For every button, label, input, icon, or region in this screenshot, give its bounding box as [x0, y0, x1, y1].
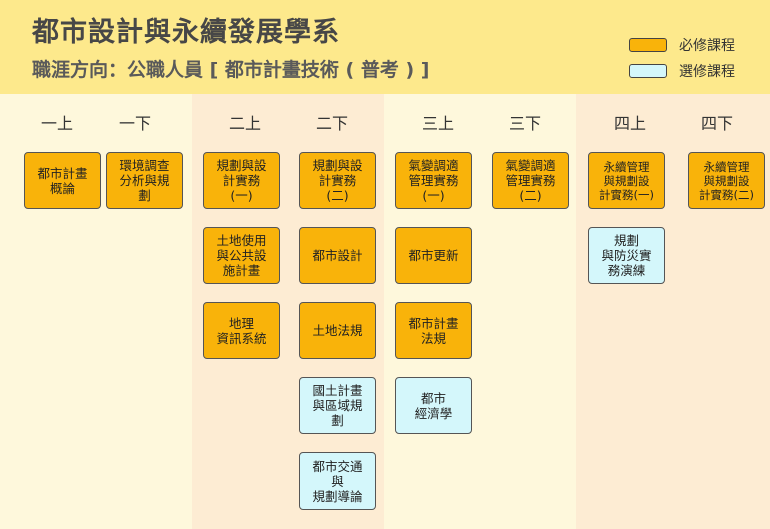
course-land-law[interactable]: 土地法規	[299, 302, 376, 359]
department-title: 都市設計與永續發展學系	[32, 17, 340, 48]
course-national-regional-planning[interactable]: 國土計畫 與區域規 劃	[299, 377, 376, 434]
semester-4-1: 四上	[613, 114, 646, 133]
course-planning-design-practice-1[interactable]: 規劃與設 計實務 (一)	[203, 152, 280, 209]
legend-elective-label: 選修課程	[679, 64, 735, 80]
legend-required-swatch	[629, 38, 667, 52]
course-urban-renewal[interactable]: 都市更新	[395, 227, 472, 284]
course-urban-design[interactable]: 都市設計	[299, 227, 376, 284]
course-environmental-survey[interactable]: 環境調查 分析與規 劃	[106, 152, 183, 209]
legend-required: 必修課程	[629, 35, 735, 55]
course-urban-planning-law[interactable]: 都市計畫 法規	[395, 302, 472, 359]
legend-elective-swatch	[629, 64, 667, 78]
legend-required-label: 必修課程	[679, 38, 735, 54]
semester-1-2: 一下	[118, 114, 151, 133]
semester-3-2: 三下	[508, 114, 541, 133]
course-urban-economics[interactable]: 都市 經濟學	[395, 377, 472, 434]
course-planning-design-practice-2[interactable]: 規劃與設 計實務 (二)	[299, 152, 376, 209]
course-climate-adaptation-2[interactable]: 氣變調適 管理實務 (二)	[492, 152, 569, 209]
legend-elective: 選修課程	[629, 61, 735, 81]
course-disaster-prevention-practice[interactable]: 規劃 與防災實 務演練	[588, 227, 665, 284]
semester-4-2: 四下	[700, 114, 733, 133]
course-urban-planning-intro[interactable]: 都市計畫 概論	[24, 152, 101, 209]
semester-1-1: 一上	[40, 114, 73, 133]
semester-3-1: 三上	[421, 114, 454, 133]
career-direction: 職涯方向：公職人員 [ 都市計畫技術 ( 普考 ) ]	[32, 59, 430, 81]
course-gis[interactable]: 地理 資訊系統	[203, 302, 280, 359]
course-climate-adaptation-1[interactable]: 氣變調適 管理實務 (一)	[395, 152, 472, 209]
course-sustainable-management-1[interactable]: 永續管理 與規劃設 計實務(一)	[588, 152, 665, 209]
course-sustainable-management-2[interactable]: 永續管理 與規劃設 計實務(二)	[688, 152, 765, 209]
course-land-use-public-facilities[interactable]: 土地使用 與公共設 施計畫	[203, 227, 280, 284]
header: 都市設計與永續發展學系 職涯方向：公職人員 [ 都市計畫技術 ( 普考 ) ] …	[0, 0, 770, 94]
semester-2-2: 二下	[315, 114, 348, 133]
semester-2-1: 二上	[228, 114, 261, 133]
course-urban-transport-planning[interactable]: 都市交通 與 規劃導論	[299, 452, 376, 510]
